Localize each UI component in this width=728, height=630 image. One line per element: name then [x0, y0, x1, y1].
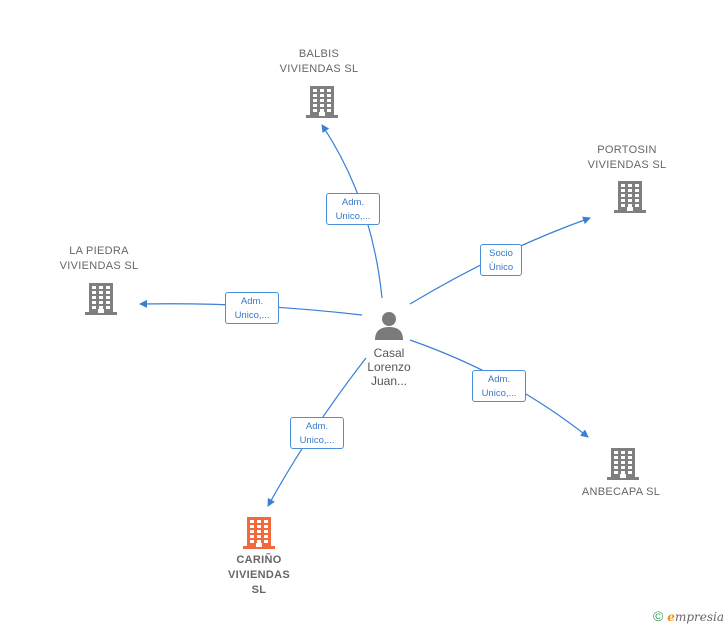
company-name-carino[interactable]: CARIÑO VIVIENDAS SL — [228, 554, 290, 596]
edge-label-carino[interactable]: Adm. Unico,... — [290, 417, 344, 449]
edge-label-anbecapa[interactable]: Adm. Unico,... — [472, 370, 526, 402]
person-icon[interactable] — [374, 310, 404, 340]
company-name-lapiedra[interactable]: LA PIEDRA VIVIENDAS SL — [59, 245, 139, 272]
building-icon-portosin[interactable] — [614, 179, 646, 213]
company-name-balbis[interactable]: BALBIS VIVIENDAS SL — [279, 48, 359, 75]
company-name-anbecapa[interactable]: ANBECAPA SL — [581, 486, 661, 498]
copyright-symbol: © — [652, 608, 664, 624]
building-icon-balbis[interactable] — [306, 84, 338, 118]
building-icon-anbecapa[interactable] — [607, 446, 639, 480]
edge-label-lapiedra[interactable]: Adm. Unico,... — [225, 292, 279, 324]
person-name[interactable]: Casal Lorenzo Juan... — [367, 346, 411, 388]
building-icon-carino[interactable] — [243, 515, 275, 549]
edge-label-portosin[interactable]: Socio Único — [480, 244, 522, 276]
footer-brand: ©empresia — [653, 608, 724, 624]
company-name-portosin[interactable]: PORTOSIN VIVIENDAS SL — [587, 144, 667, 171]
edge-label-balbis[interactable]: Adm. Unico,... — [326, 193, 380, 225]
empresia-logo: empresia — [667, 610, 724, 624]
building-icon-lapiedra[interactable] — [85, 281, 117, 315]
